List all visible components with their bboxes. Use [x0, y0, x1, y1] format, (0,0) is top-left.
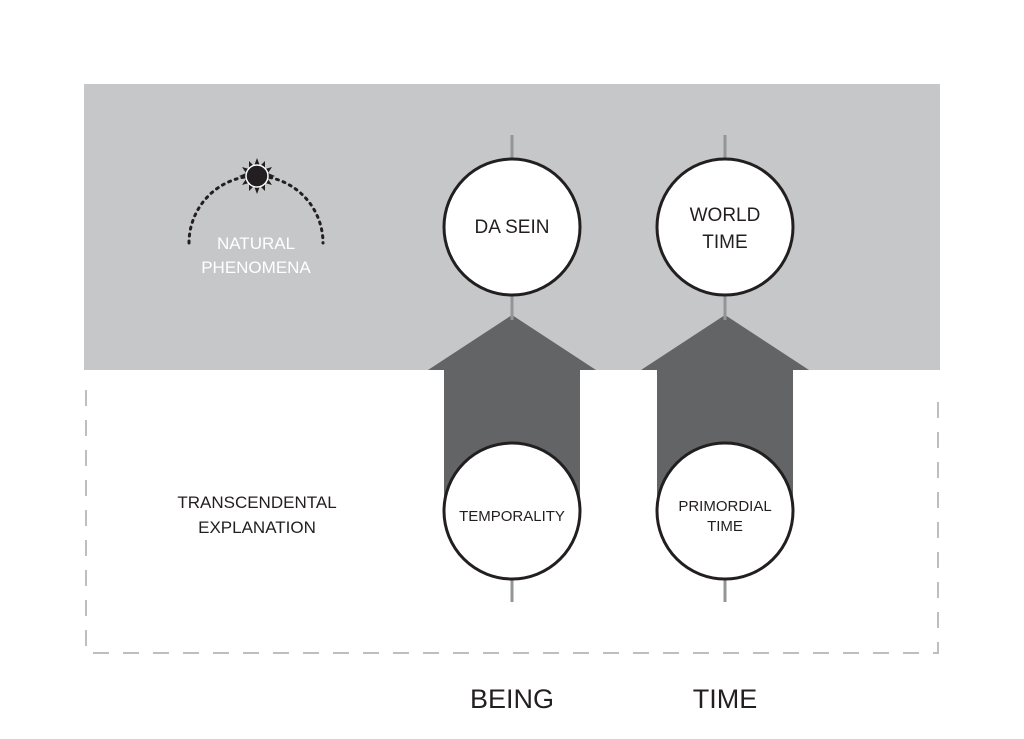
- world-time-label-line2: TIME: [702, 232, 747, 253]
- column-time: WORLD TIME PRIMORDIAL TIME TIME: [641, 135, 809, 714]
- natural-phenomena-label: NATURAL: [217, 234, 295, 253]
- transcendental-explanation-label-line2: EXPLANATION: [198, 518, 316, 537]
- primordial-time-label-line2: TIME: [707, 518, 743, 535]
- being-footer-label: BEING: [470, 684, 554, 714]
- world-time-label: WORLD: [690, 205, 761, 226]
- transcendental-explanation-label: TRANSCENDENTAL: [177, 493, 336, 512]
- column-being: DA SEIN TEMPORALITY BEING: [428, 135, 596, 714]
- time-footer-label: TIME: [693, 684, 758, 714]
- natural-phenomena-label-line2: PHENOMENA: [201, 258, 311, 277]
- world-time-circle: [655, 157, 795, 297]
- temporality-label: TEMPORALITY: [459, 508, 565, 525]
- dasein-label: DA SEIN: [475, 217, 550, 238]
- primordial-time-label: PRIMORDIAL: [678, 498, 771, 515]
- dasein-circle: [442, 157, 582, 297]
- sun-icon: [187, 158, 325, 245]
- primordial-time-circle: [655, 441, 795, 581]
- temporality-circle: [442, 441, 582, 581]
- transcendental-explanation-region: [85, 390, 939, 654]
